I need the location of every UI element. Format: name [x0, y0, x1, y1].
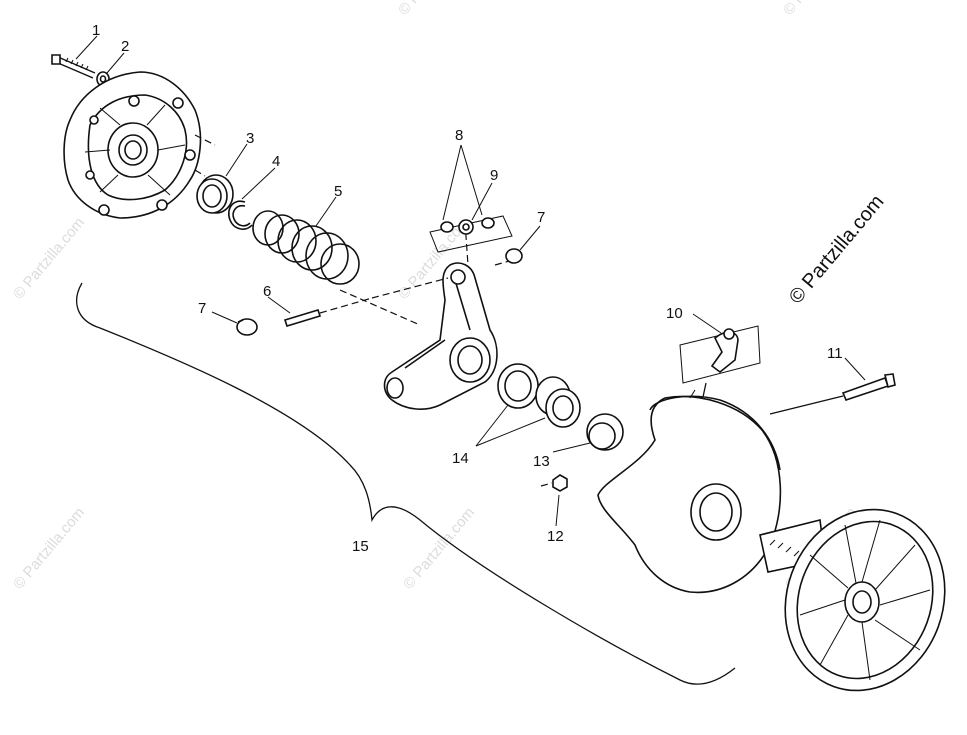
callout-4: 4: [272, 153, 280, 170]
watermark-faint: © Partzilla.com: [10, 214, 88, 302]
fixed-sheave: [759, 508, 946, 692]
callout-14: 14: [452, 450, 469, 467]
part-11-bolt: [769, 373, 896, 415]
part-10-weight: [679, 325, 761, 398]
part-12-nut: [540, 474, 568, 492]
part-3-bushing: [196, 174, 234, 214]
part-1-bolt: [51, 54, 96, 79]
part-6-pin: [283, 297, 373, 327]
callout-13: 13: [533, 453, 550, 470]
leader-lines: [75, 35, 866, 527]
watermark-main: © Partzilla.com: [785, 191, 888, 308]
callout-7-left: 7: [198, 300, 206, 317]
callout-15: 15: [352, 538, 369, 555]
watermark-faint: © Partzilla.com: [10, 504, 88, 592]
callout-11: 11: [827, 345, 843, 362]
callout-6: 6: [263, 283, 271, 300]
callout-10: 10: [666, 305, 683, 322]
spider-arm: [339, 221, 521, 410]
part-5-spring: [252, 210, 360, 285]
part-4-snap-ring: [228, 200, 253, 230]
callout-1: 1: [92, 22, 100, 39]
watermark-faint: © Partzilla.com: [400, 504, 478, 592]
spider-cover: [63, 71, 216, 219]
callout-2: 2: [121, 38, 129, 55]
callout-7-right: 7: [537, 209, 545, 226]
movable-sheave: [597, 389, 782, 594]
callout-5: 5: [334, 183, 342, 200]
part-7-roller-right: [505, 248, 523, 264]
bracket-15: [76, 282, 736, 685]
callout-8: 8: [455, 127, 463, 144]
part-14-bushings: [497, 363, 581, 428]
part-7-roller-left: [236, 318, 258, 336]
callout-12: 12: [547, 528, 564, 545]
callouts: 1 2 3 4 5 6 7 7 8 9 10 11 12 13 14 15: [92, 22, 843, 555]
watermark-faint: © Partzilla.com: [395, 0, 473, 19]
callout-9: 9: [490, 167, 498, 184]
watermark-faint: © Partzilla.com: [780, 0, 858, 19]
part-13-ring: [586, 413, 624, 451]
part-8-9-rollers: [429, 215, 513, 253]
callout-3: 3: [246, 130, 254, 147]
